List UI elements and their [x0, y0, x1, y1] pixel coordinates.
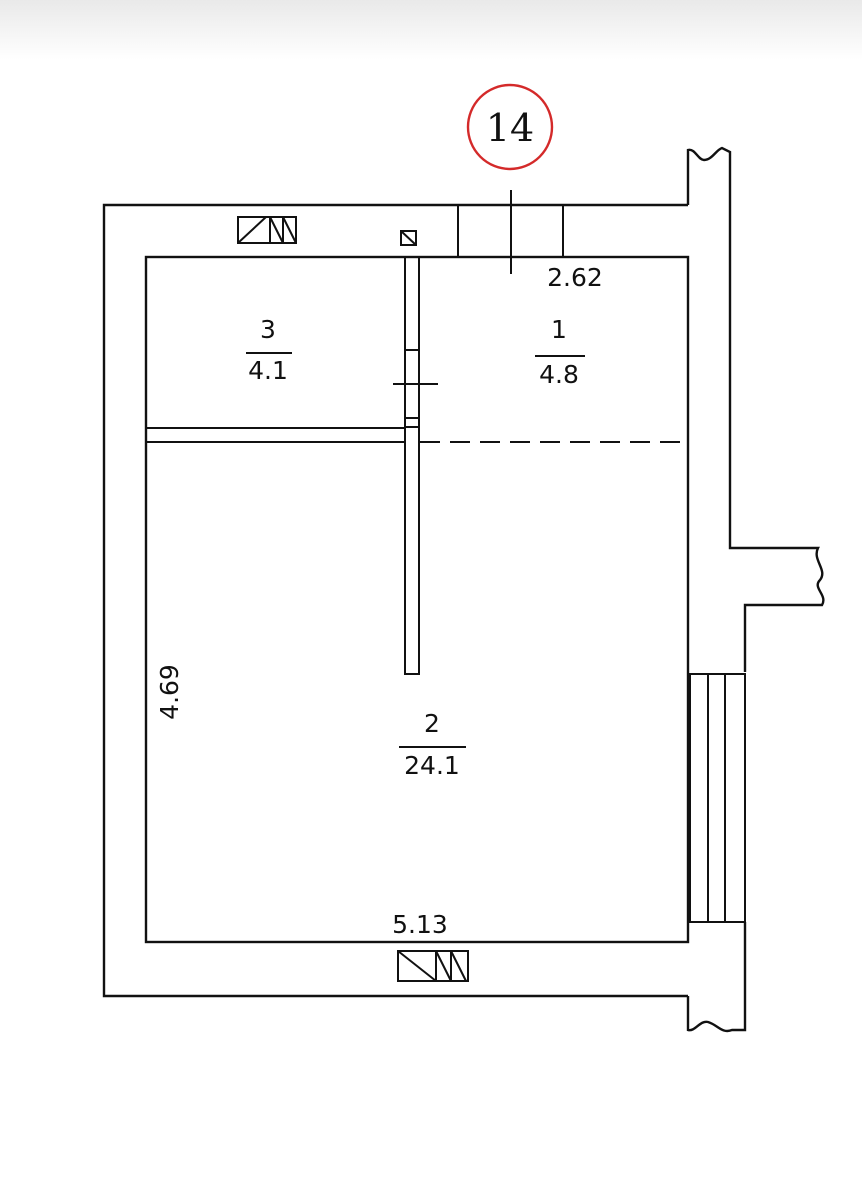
outer-wall	[102, 203, 688, 998]
room-1-number: 1	[551, 315, 567, 344]
partition-vertical-upper	[404, 256, 420, 428]
right-wall-bottom	[686, 922, 747, 1033]
top-shading	[0, 0, 862, 60]
right-wall-top	[686, 146, 825, 672]
partition-vertical-lower	[404, 428, 420, 675]
entrance-steps	[689, 673, 746, 923]
window-top	[237, 216, 297, 244]
room-1-area: 4.8	[539, 360, 579, 389]
room-3-area: 4.1	[248, 356, 288, 385]
room-2-area: 24.1	[404, 751, 460, 780]
room-3-number: 3	[260, 315, 276, 344]
apartment-number: 14	[486, 106, 534, 150]
window-bottom	[397, 950, 469, 982]
apartment-number-circle	[466, 83, 554, 171]
partition-horizontal	[146, 427, 405, 443]
vent-shaft-icon	[400, 230, 417, 246]
dimension-top-right: 2.62	[547, 263, 603, 292]
inner-wall	[144, 255, 690, 944]
room-2-number: 2	[424, 709, 440, 738]
entrance-door	[457, 190, 564, 274]
dimension-bottom: 5.13	[392, 910, 448, 939]
dimension-left: 4.69	[155, 664, 184, 720]
